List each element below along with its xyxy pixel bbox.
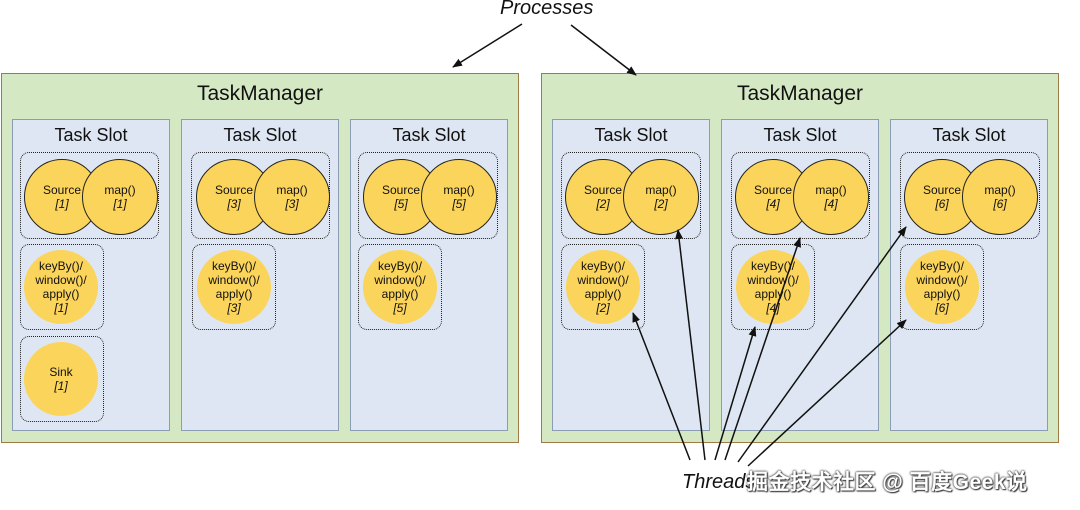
- thread-arrow: [737, 226, 907, 463]
- watermark: 掘金技术社区 @ 百度Geek说: [747, 471, 1028, 494]
- operator-name: Source: [753, 183, 793, 197]
- map-operator: map() [1]: [82, 159, 158, 235]
- operator-id: [4]: [824, 197, 838, 211]
- keyby-group: [192, 244, 276, 330]
- operator-id: [4]: [766, 197, 780, 211]
- processes-label: Processes: [500, 0, 594, 19]
- operator-name: keyBy()/ window()/ apply(): [374, 259, 426, 301]
- operator-id: [6]: [993, 197, 1007, 211]
- keyby-window-apply-operator: keyBy()/ window()/ apply() [5]: [363, 250, 437, 324]
- keyby-group: [561, 244, 645, 330]
- operator-id: [1]: [54, 379, 68, 393]
- operator-id: [5]: [452, 197, 466, 211]
- operator-name: map(): [443, 183, 475, 197]
- operator-id: [4]: [766, 301, 780, 315]
- keyby-group: [731, 244, 815, 330]
- thread-arrow: [632, 312, 691, 461]
- map-operator: map() [3]: [254, 159, 330, 235]
- operator-name: map(): [276, 183, 308, 197]
- operator-id: [2]: [596, 197, 610, 211]
- thread-arrow: [747, 319, 907, 467]
- keyby-window-apply-operator: keyBy()/ window()/ apply() [2]: [566, 250, 640, 324]
- operator-id: [2]: [596, 301, 610, 315]
- operator-name: keyBy()/ window()/ apply(): [35, 259, 87, 301]
- operator-id: [6]: [935, 301, 949, 315]
- operator-id: [1]: [55, 197, 69, 211]
- source-map-chain: [561, 152, 701, 239]
- thread-arrow: [675, 229, 706, 461]
- keyby-group: [20, 244, 104, 330]
- operator-name: keyBy()/ window()/ apply(): [916, 259, 968, 301]
- source-map-chain: [358, 152, 498, 239]
- task-slot-title: Task Slot: [54, 125, 128, 145]
- operator-name: keyBy()/ window()/ apply(): [577, 259, 629, 301]
- operator-id: [3]: [227, 301, 241, 315]
- task-slot-title: Task Slot: [392, 125, 466, 145]
- thread-arrow: [724, 237, 801, 461]
- operator-id: [1]: [54, 301, 68, 315]
- operator-name: map(): [984, 183, 1016, 197]
- task-manager-title: TaskManager: [196, 82, 324, 105]
- source-map-chain: [900, 152, 1040, 239]
- operator-id: [6]: [935, 197, 949, 211]
- thread-arrow: [714, 326, 757, 461]
- task-slot-title: Task Slot: [932, 125, 1006, 145]
- operator-name: Source: [381, 183, 421, 197]
- task-slot-title: Task Slot: [594, 125, 668, 145]
- keyby-window-apply-operator: keyBy()/ window()/ apply() [4]: [736, 250, 810, 324]
- operator-name: Source: [214, 183, 254, 197]
- map-operator: map() [6]: [962, 159, 1038, 235]
- operator-name: Source: [583, 183, 623, 197]
- operator-name: Sink: [49, 365, 73, 379]
- threads-label: Threads: [682, 471, 756, 493]
- keyby-window-apply-operator: keyBy()/ window()/ apply() [1]: [24, 250, 98, 324]
- operator-name: map(): [104, 183, 136, 197]
- process-arrow-left: [452, 23, 523, 68]
- operator-id: [1]: [113, 197, 127, 211]
- keyby-window-apply-operator: keyBy()/ window()/ apply() [6]: [905, 250, 979, 324]
- task-slot-title: Task Slot: [763, 125, 837, 145]
- process-arrow-right: [570, 24, 637, 76]
- map-operator: map() [2]: [623, 159, 699, 235]
- keyby-group: [900, 244, 984, 330]
- operator-name: map(): [815, 183, 847, 197]
- map-operator: map() [4]: [793, 159, 869, 235]
- sink-group: [20, 336, 104, 422]
- operator-id: [5]: [393, 301, 407, 315]
- operator-id: [5]: [394, 197, 408, 211]
- map-operator: map() [5]: [421, 159, 497, 235]
- task-manager-title: TaskManager: [736, 82, 864, 105]
- operator-id: [3]: [285, 197, 299, 211]
- source-map-chain: [20, 152, 159, 239]
- operator-name: keyBy()/ window()/ apply(): [208, 259, 260, 301]
- operator-id: [3]: [227, 197, 241, 211]
- keyby-group: [358, 244, 442, 330]
- operator-name: Source: [42, 183, 82, 197]
- keyby-window-apply-operator: keyBy()/ window()/ apply() [3]: [197, 250, 271, 324]
- operator-name: Source: [922, 183, 962, 197]
- task-slot-title: Task Slot: [223, 125, 297, 145]
- operator-name: keyBy()/ window()/ apply(): [747, 259, 799, 301]
- sink-operator: Sink [1]: [24, 342, 98, 416]
- operator-name: map(): [645, 183, 677, 197]
- operator-id: [2]: [654, 197, 668, 211]
